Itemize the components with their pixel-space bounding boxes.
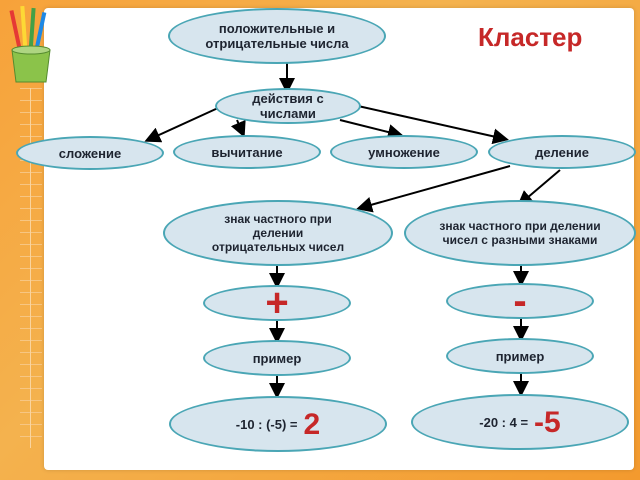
node-sub: вычитание [173,135,321,169]
equation-left: -10 : (-5) = [235,416,298,432]
decorative-ruler [20,88,42,448]
node-actions: действия с числами [215,88,361,124]
plus-sign: + [265,281,289,325]
node-sign-mixed: знак частного при делении чисел с разным… [404,200,636,266]
result-left: 2 [303,407,321,441]
result-right: -5 [534,405,561,439]
node-plus: + [203,281,351,325]
node-root: положительные и отрицательные числа [168,8,386,64]
node-div: деление [488,135,636,169]
node-eq-left: -10 : (-5) = 2 [169,396,387,452]
node-eq-right: -20 : 4 = -5 [411,394,629,450]
node-example-right: пример [446,338,594,374]
node-add: сложение [16,136,164,170]
pencil-cup-icon [9,6,51,83]
node-sign-negative: знак частного при делении отрицательных … [163,200,393,266]
minus-sign: - [513,279,527,323]
node-minus: - [446,279,594,323]
page-title: Кластер [478,22,583,52]
node-mul: умножение [330,135,478,169]
node-example-left: пример [203,340,351,376]
equation-right: -20 : 4 = [479,414,529,430]
